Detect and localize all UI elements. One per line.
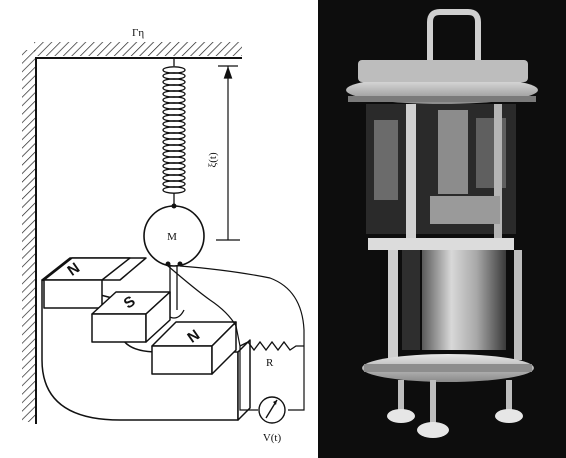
circuit-wires xyxy=(167,265,305,411)
mass xyxy=(143,203,205,267)
photo-foot-center xyxy=(417,422,449,438)
voltmeter-icon xyxy=(258,396,286,424)
photo-middle-plate xyxy=(368,238,514,250)
photo-bracket xyxy=(430,196,500,224)
magnet-assembly xyxy=(41,257,251,421)
photo-leg-right xyxy=(506,380,512,414)
ground-label: Γη xyxy=(132,27,144,39)
photo-top-rim xyxy=(348,96,536,102)
photo-leg-left xyxy=(398,380,404,414)
photo-rod-right xyxy=(494,104,502,238)
photo-foot-left xyxy=(387,409,415,423)
seismometer-photo xyxy=(318,0,566,458)
seismometer-schematic: Γη ξ(t) xyxy=(22,27,305,444)
spring xyxy=(162,58,186,205)
photo-foot-right xyxy=(495,409,523,423)
photo-base-rim xyxy=(364,364,532,372)
photo-shadow xyxy=(402,250,420,350)
photo-top-block xyxy=(358,60,528,82)
photo-coil-center xyxy=(438,110,468,194)
photo-leg-center xyxy=(430,380,436,424)
photo-cylinder xyxy=(422,250,506,350)
ceiling-hatch xyxy=(34,42,242,56)
resistor-label: R xyxy=(266,357,274,369)
ground-frame xyxy=(22,42,242,424)
wall-hatch xyxy=(22,50,36,422)
frame-line xyxy=(35,57,242,424)
displacement-arrow xyxy=(216,65,240,241)
photo-rod-left xyxy=(406,104,416,238)
photo-post-left xyxy=(388,250,398,360)
photo-handle xyxy=(427,9,481,62)
photo-coil-left xyxy=(374,120,398,200)
photo-post-right xyxy=(514,250,522,360)
voltmeter-label: V(t) xyxy=(263,432,282,444)
displacement-label: ξ(t) xyxy=(207,152,219,168)
mass-label: M xyxy=(167,231,177,243)
